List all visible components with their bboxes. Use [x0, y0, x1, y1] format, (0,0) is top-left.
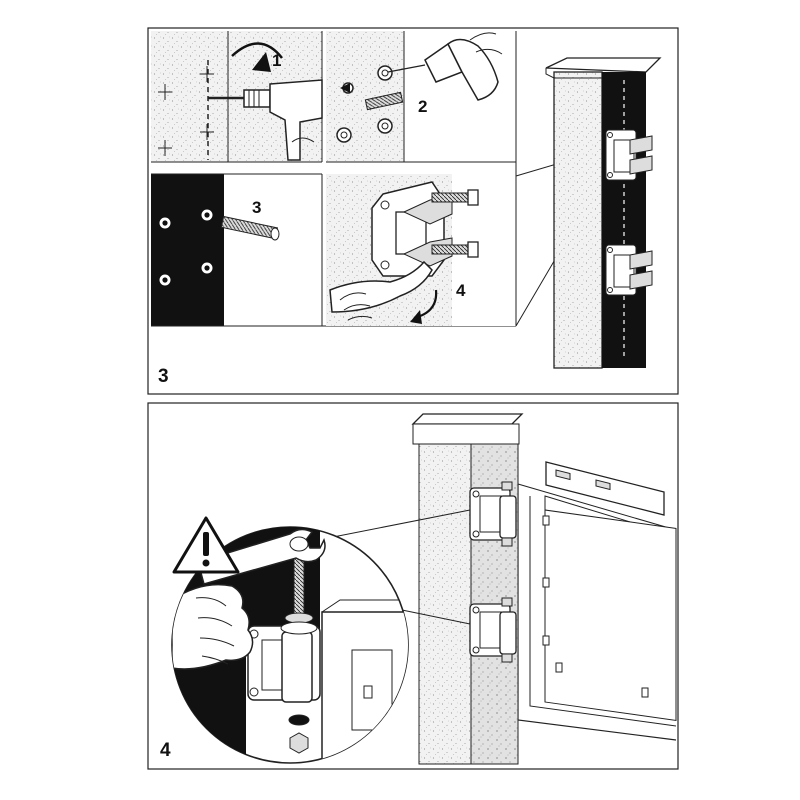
subpanel-bracket: 4	[326, 31, 517, 326]
gate-post	[411, 413, 524, 765]
spirit-level-icon	[545, 461, 665, 516]
caulk-gun-icon	[387, 32, 503, 101]
gate-hinge-upper	[469, 481, 517, 547]
step-3-label: 3	[252, 198, 261, 217]
subpanel-drill: 1	[151, 31, 323, 163]
hinge-adjust-detail-icon	[171, 526, 409, 764]
gate-hinge-lower	[469, 597, 517, 663]
subpanel-anchor: 3	[151, 173, 516, 327]
panel-3: 1	[147, 27, 679, 395]
post-bracket-lower	[605, 244, 653, 296]
post-with-brackets	[545, 57, 662, 369]
wall-bracket-icon	[371, 181, 453, 277]
panel-3-number: 3	[158, 366, 169, 387]
step-1-label: 1	[272, 51, 281, 70]
subpanel-seal: 2	[326, 31, 517, 163]
drill-icon	[208, 79, 323, 161]
panel-4-number: 4	[160, 740, 171, 761]
anchor-bolt-icon	[220, 215, 280, 241]
post-bracket-upper	[605, 129, 653, 181]
step-4-label: 4	[456, 281, 466, 300]
anchor-plug-icon	[340, 82, 404, 111]
wrench-icon	[329, 260, 433, 321]
gate-frame	[517, 461, 677, 741]
warning-icon	[172, 516, 240, 574]
panel-4: 4	[147, 402, 679, 770]
step-2-label: 2	[418, 97, 427, 116]
